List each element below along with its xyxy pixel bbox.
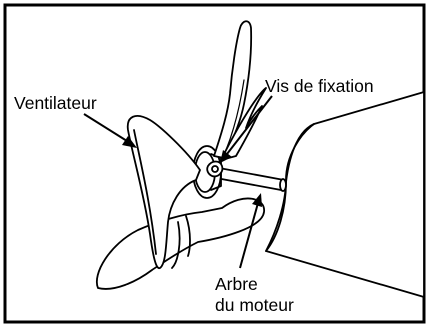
- set-screw: [207, 162, 222, 177]
- shaft-label-line1: Arbre: [215, 274, 258, 294]
- screw-label: Vis de fixation: [265, 76, 374, 96]
- shaft-label-line2: du moteur: [215, 295, 294, 315]
- fan-label: Ventilateur: [14, 93, 97, 113]
